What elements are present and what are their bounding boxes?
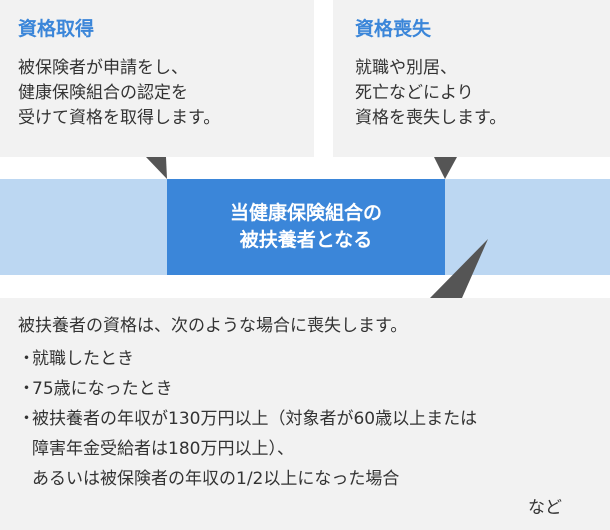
acquisition-title: 資格取得 (18, 18, 95, 40)
loss-title: 資格喪失 (355, 18, 432, 40)
bullet: ・ (18, 409, 35, 429)
acquisition-line: 受けて資格を取得します。 (18, 108, 221, 128)
loss-condition-item: ・被扶養者の年収が130万円以上（対象者が60歳以上または (18, 408, 477, 430)
acquisition-text: 被保険者が申請をし、 健康保険組合の認定を 受けて資格を取得します。 (18, 56, 220, 131)
center-line: 被扶養者となる (239, 229, 373, 251)
loss-condition-continuation: あるいは被保険者の年収の1/2以上になった場合 (32, 469, 400, 489)
dependent-loss-pointer (430, 239, 488, 298)
loss-line: 就職や別居、 (355, 58, 457, 78)
loss-condition-item: ・75歳になったとき (18, 378, 173, 400)
etc-label: など (528, 498, 562, 518)
loss-line: 資格を喪失します。 (355, 108, 507, 128)
loss-condition-continuation: 障害年金受給者は180万円以上）、 (32, 439, 294, 459)
bullet: ・ (18, 379, 35, 399)
loss-condition-text: 就職したとき (32, 349, 134, 369)
loss-box: 資格喪失 就職や別居、 死亡などにより 資格を喪失します。 (333, 0, 610, 157)
acquisition-box: 資格取得 被保険者が申請をし、 健康保険組合の認定を 受けて資格を取得します。 (0, 0, 314, 157)
dependent-status-box: 当健康保険組合の 被扶養者となる (167, 179, 445, 275)
loss-line: 死亡などにより (355, 83, 474, 103)
dependent-loss-intro: 被扶養者の資格は、次のような場合に喪失します。 (18, 316, 408, 336)
bullet: ・ (18, 349, 35, 369)
loss-pointer (434, 157, 457, 179)
center-line: 当健康保険組合の (229, 202, 382, 224)
loss-condition-text: 被扶養者の年収が130万円以上（対象者が60歳以上または (32, 409, 478, 429)
dependent-loss-box: 被扶養者の資格は、次のような場合に喪失します。 ・就職したとき ・75歳になった… (0, 298, 610, 530)
acquisition-pointer (146, 157, 167, 179)
acquisition-line: 健康保険組合の認定を (18, 83, 188, 103)
acquisition-line: 被保険者が申請をし、 (18, 58, 188, 78)
loss-text: 就職や別居、 死亡などにより 資格を喪失します。 (355, 56, 506, 131)
loss-condition-text: 75歳になったとき (32, 379, 173, 399)
loss-condition-item: ・就職したとき (18, 348, 134, 370)
